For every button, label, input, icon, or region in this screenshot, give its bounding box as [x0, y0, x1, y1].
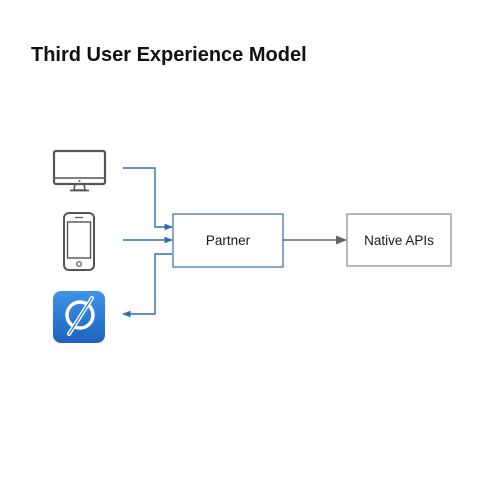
smartphone-icon	[63, 212, 95, 271]
partner-to-app-connector	[122, 253, 172, 318]
desktop-to-partner-connector	[123, 167, 173, 231]
diagram-title: Third User Experience Model	[31, 44, 307, 66]
native-apis-node: Native APIs	[346, 213, 452, 267]
partner-label: Partner	[206, 233, 251, 248]
desktop-monitor-icon	[52, 149, 107, 192]
partner-node: Partner	[172, 213, 284, 268]
native-apis-label: Native APIs	[364, 233, 434, 248]
partner-app-icon	[53, 291, 105, 343]
